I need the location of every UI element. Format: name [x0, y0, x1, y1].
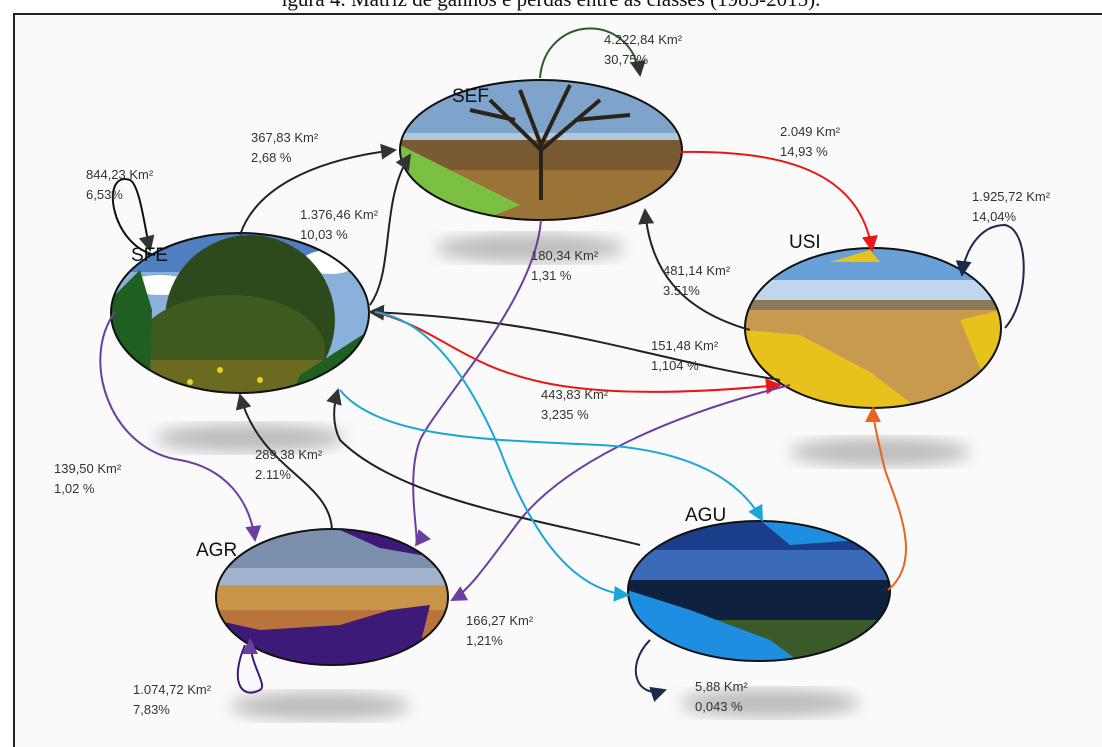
arrow-sfe-agu — [339, 389, 763, 522]
node-label-sef: SEF — [452, 86, 489, 107]
node-label-agr: AGR — [196, 540, 238, 561]
arrow-usi-sef — [638, 208, 751, 331]
loop-sfe — [111, 178, 156, 256]
node-label-agu: AGU — [685, 505, 727, 526]
agr-shadow — [230, 692, 410, 720]
figure-caption: igura 4. Matriz de ganhos e perdas entre… — [0, 0, 1102, 12]
sfe-shadow — [155, 424, 345, 452]
arrow-sfe-sef-b — [369, 153, 412, 306]
loop-agu — [634, 639, 667, 703]
agu-shadow — [680, 689, 860, 717]
arrow-agu-sfe — [326, 388, 641, 546]
sef-shadow — [435, 234, 625, 262]
node-sfe — [111, 233, 369, 393]
loop-usi — [955, 223, 1025, 329]
arrow-sef-usi — [679, 150, 878, 252]
loop-sef — [539, 27, 646, 79]
arrow-usi-agr — [450, 384, 791, 601]
arrow-agu-usi — [865, 406, 907, 591]
node-label-sfe: SFE — [131, 245, 168, 266]
arrow-agr-sfe — [235, 393, 333, 531]
arrow-sef-agr — [412, 219, 542, 547]
loop-agr — [236, 638, 263, 694]
node-label-usi: USI — [789, 232, 821, 253]
arrow-sfe-agu-b — [374, 311, 630, 602]
arrow-sfe-sef — [239, 143, 397, 236]
arrow-sfe-agr — [99, 311, 262, 542]
arrow-sfe-usi — [374, 311, 782, 395]
arrow-usi-sfe — [368, 304, 781, 381]
